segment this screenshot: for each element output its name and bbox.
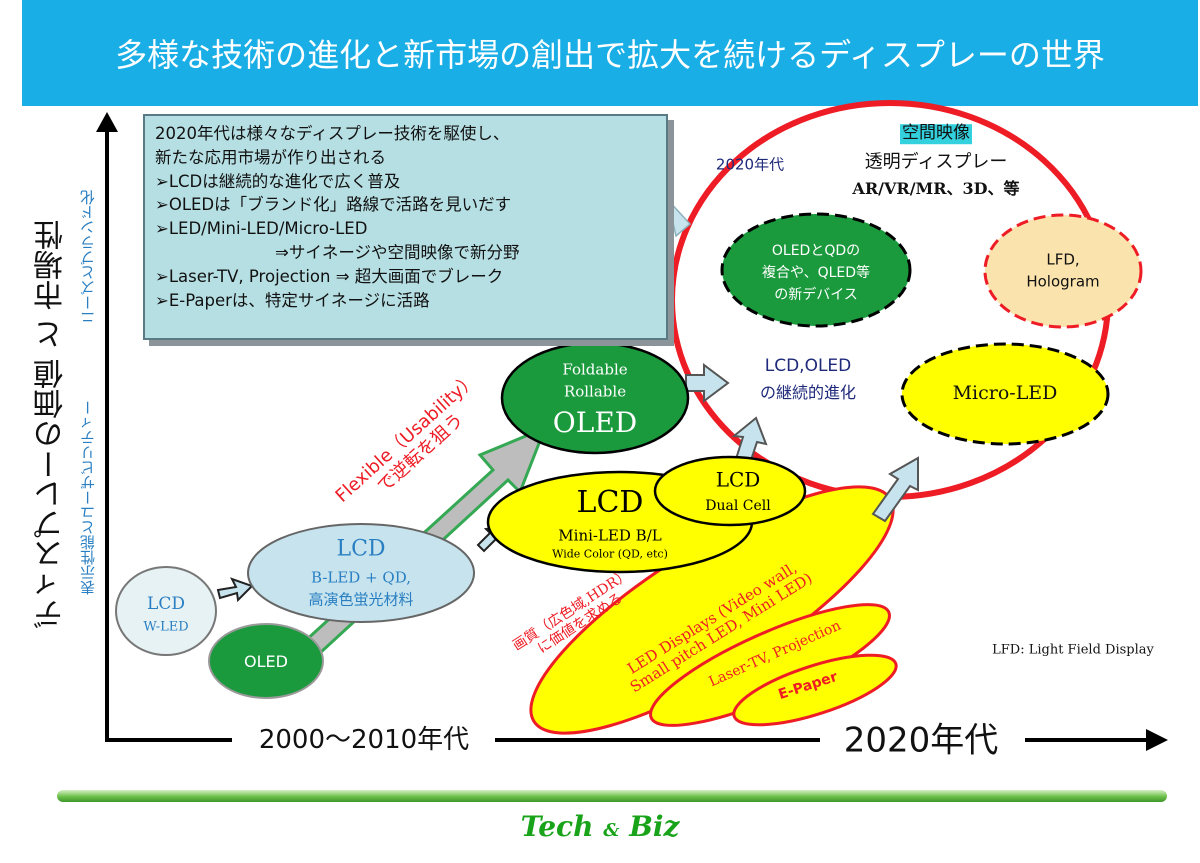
lcd-dual-title: LCD xyxy=(715,467,761,492)
lcd-wled-ellipse xyxy=(115,566,217,656)
y-axis xyxy=(96,112,118,742)
summary-line: ➢E-Paperは、特定サイネージに活路 xyxy=(155,290,430,310)
footer-brand-part1: Tech xyxy=(520,810,594,843)
oled-qd-line3: の新デバイス xyxy=(774,286,858,303)
page-title: 多様な技術の進化と新市場の創出で拡大を続けるディスプレーの世界 xyxy=(115,36,1105,74)
lcd-bled-sub2: 高演色蛍光材料 xyxy=(308,590,414,609)
epaper-ellipse xyxy=(732,653,898,727)
x-axis-label-right: 2020年代 xyxy=(843,720,999,761)
oled-qd-ellipse xyxy=(720,212,912,328)
lcd-bled-sub1: B-LED + QD, xyxy=(311,568,411,587)
lcd-mini-sub2: Wide Color (QD, etc) xyxy=(552,547,668,561)
footer-brand-part2: Biz xyxy=(629,810,680,843)
lcd-mini-sub1: Mini-LED B/L xyxy=(558,526,662,545)
summary-line: 新たな応用市場が作り出される xyxy=(155,147,386,167)
lfd-note: LFD: Light Field Display xyxy=(992,642,1154,658)
callout-arrow xyxy=(666,197,692,238)
footer-divider xyxy=(57,790,1167,802)
oled-small-ellipse xyxy=(208,623,324,699)
y-axis-title: ディスプレーの価値 と 市場性 xyxy=(34,220,69,630)
summary-line: 2020年代は様々なディスプレー技術を駆使し、 xyxy=(155,124,510,143)
foldable-oled-ellipse xyxy=(500,341,690,455)
summary-line: ➢OLEDは「ブランド化」路線で活路を見いだす xyxy=(155,195,512,215)
spatial-line1: 透明ディスプレー xyxy=(864,151,1008,173)
lfd-hologram-ellipse xyxy=(983,213,1143,329)
lcd-wled-sub: W-LED xyxy=(143,619,189,635)
spatial-line2: AR/VR/MR、3D、等 xyxy=(852,178,1020,198)
lcd-oled-evolution-line1: LCD,OLED xyxy=(764,356,852,377)
x-axis xyxy=(105,729,1168,751)
lcd-oled-evolution-line2: の継続的進化 xyxy=(759,382,857,402)
summary-box: 2020年代は様々なディスプレー技術を駆使し、 新たな応用市場が作り出される ➢… xyxy=(143,114,668,340)
summary-line: ⇒サイネージや空間映像で新分野 xyxy=(275,242,520,262)
micro-led-ellipse xyxy=(900,342,1110,446)
lcd-bled-title: LCD xyxy=(336,536,386,562)
oled-qd-line1: OLEDとQDの xyxy=(771,242,861,259)
y-axis-subtitle-upper: ニーズとブランド化 xyxy=(79,190,97,325)
title-bar: 多様な技術の進化と新市場の創出で拡大を続けるディスプレーの世界 xyxy=(22,0,1198,106)
summary-line: ➢Laser-TV, Projection ⇒ 超大画面でブレーク xyxy=(155,266,504,286)
lcd-dual-ellipse xyxy=(653,455,807,527)
micro-led-label: Micro-LED xyxy=(952,382,1058,405)
footer-brand: Tech & Biz xyxy=(0,810,1200,843)
oled-qd-line2: 複合や、QLED等 xyxy=(761,264,871,281)
lcd-mini-title: LCD xyxy=(576,484,644,520)
oled-small-label: OLED xyxy=(244,651,288,671)
arrow-wled-to-bled xyxy=(216,577,254,603)
lcd-dual-sub: Dual Cell xyxy=(705,497,771,514)
footer-brand-amp: & xyxy=(603,820,620,841)
era-2020-label: 2020年代 xyxy=(715,155,785,174)
rollable-label: Rollable xyxy=(563,382,627,401)
lcd-wled-title: LCD xyxy=(147,594,185,615)
x-axis-label-left: 2000～2010年代 xyxy=(258,725,470,756)
lfd-line1: LFD, xyxy=(1046,250,1080,269)
lcd-bled-ellipse xyxy=(247,523,475,623)
arrow-foldable-to-circle xyxy=(685,363,730,403)
foldable-oled-title: OLED xyxy=(552,405,638,439)
summary-line: ➢LED/Mini-LED/Micro-LED xyxy=(155,219,368,239)
summary-line: ➢LCDは継続的な進化で広く普及 xyxy=(155,171,401,191)
y-axis-subtitle-lower: 表示性能とユーザビリティー xyxy=(79,400,97,595)
arrow-led-to-microled xyxy=(871,456,919,523)
spatial-title: 空間映像 xyxy=(900,123,972,144)
foldable-label: Foldable xyxy=(562,360,628,379)
lfd-line2: Hologram xyxy=(1026,272,1100,291)
